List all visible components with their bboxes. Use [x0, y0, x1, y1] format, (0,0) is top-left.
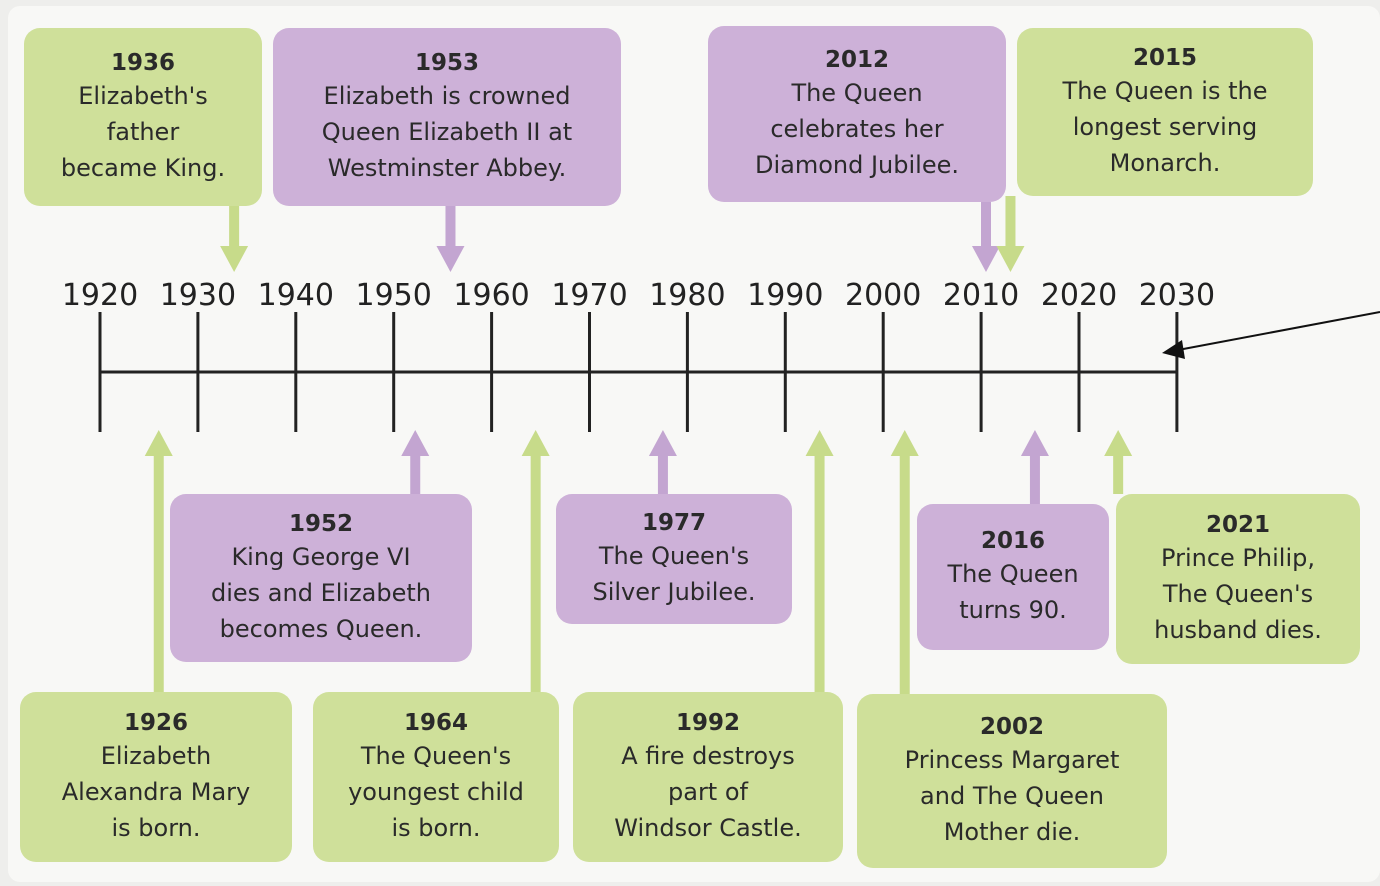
axis-year-label: 1950 [355, 278, 432, 313]
axis-year-label: 2010 [942, 278, 1020, 313]
event-text: Prince Philip, The Queen's husband dies. [1154, 544, 1322, 644]
event-card-2016: 2016 The Queen turns 90. [917, 504, 1109, 650]
event-text: King George VI dies and Elizabeth become… [210, 543, 431, 643]
arrow-2015-shaft [1005, 196, 1016, 246]
event-text: The Queen celebrates her Diamond Jubilee… [754, 79, 959, 179]
arrow-2002-head [890, 430, 919, 456]
arrow-1926-shaft [153, 456, 164, 692]
event-year: 2021 [1205, 512, 1270, 538]
arrow-2021-head [1104, 430, 1133, 456]
event-text: Elizabeth is crowned Queen Elizabeth II … [321, 82, 573, 182]
arrow-1936-shaft [229, 206, 240, 246]
arrow-2012-head [971, 246, 1000, 272]
event-card-1926: 1926 Elizabeth Alexandra Mary is born. [20, 692, 292, 862]
event-text: The Queen turns 90. [947, 560, 1079, 624]
event-year: 2015 [1132, 45, 1197, 71]
event-card-2021: 2021 Prince Philip, The Queen's husband … [1116, 494, 1360, 664]
event-year: 1936 [110, 50, 175, 76]
event-text: A fire destroys part of Windsor Castle. [614, 742, 802, 842]
arrow-2016-head [1020, 430, 1049, 456]
arrow-1992-head [805, 430, 834, 456]
event-card-2015: 2015 The Queen is the longest serving Mo… [1017, 28, 1313, 196]
axis-year-label: 2030 [1138, 278, 1216, 313]
event-text: The Queen's youngest child is born. [348, 742, 524, 842]
event-year: 2012 [824, 47, 889, 73]
timeline-graphic [98, 196, 1380, 694]
arrow-1977-head [648, 430, 677, 456]
event-card-1936: 1936 Elizabeth's father became King. [24, 28, 262, 206]
event-year: 1992 [675, 710, 740, 736]
axis-year-label: 1960 [453, 278, 530, 313]
event-year: 2002 [979, 714, 1044, 740]
event-card-2002: 2002 Princess Margaret and The Queen Mot… [857, 694, 1167, 868]
axis-year-label: 1990 [747, 278, 824, 313]
pointer-line [1177, 311, 1380, 351]
arrow-1952-head [401, 430, 430, 456]
event-text: Elizabeth's father became King. [60, 82, 226, 182]
event-year: 1964 [403, 710, 468, 736]
event-card-1992: 1992 A fire destroys part of Windsor Cas… [573, 692, 843, 862]
arrow-1952-shaft [410, 456, 421, 494]
event-card-1952: 1952 King George VI dies and Elizabeth b… [170, 494, 472, 662]
event-year: 2016 [980, 528, 1045, 554]
axis-year-label: 1920 [61, 278, 139, 313]
axis-year-label: 2000 [845, 278, 922, 313]
event-year: 1952 [288, 511, 353, 537]
event-year: 1926 [123, 710, 188, 736]
axis-year-label: 1970 [551, 278, 628, 313]
arrow-1992-shaft [814, 456, 825, 692]
arrow-2002-shaft [899, 456, 910, 694]
event-card-1953: 1953 Elizabeth is crowned Queen Elizabet… [273, 28, 621, 206]
event-year: 1977 [641, 510, 706, 536]
axis-year-label: 2020 [1040, 278, 1118, 313]
event-text: The Queen is the longest serving Monarch… [1062, 77, 1268, 177]
arrow-1953-shaft [445, 206, 456, 246]
event-card-1977: 1977 The Queen's Silver Jubilee. [556, 494, 792, 624]
event-card-1964: 1964 The Queen's youngest child is born. [313, 692, 559, 862]
event-year: 1953 [414, 50, 479, 76]
event-text: The Queen's Silver Jubilee. [592, 542, 756, 606]
arrow-1953-head [436, 246, 465, 272]
arrow-2016-shaft [1029, 456, 1040, 504]
arrow-1977-shaft [657, 456, 668, 494]
axis-year-label: 1980 [649, 278, 726, 313]
pointer-arrowhead [1162, 340, 1185, 359]
arrow-1964-head [521, 430, 550, 456]
arrow-2015-head [996, 246, 1025, 272]
event-card-2012: 2012 The Queen celebrates her Diamond Ju… [708, 26, 1006, 202]
arrow-1936-head [220, 246, 249, 272]
axis-year-label: 1940 [257, 278, 334, 313]
timeline-stage: 1920 1930 1940 1950 1960 1970 1980 1990 2000 2010… [8, 6, 1380, 882]
arrow-2012-shaft [980, 202, 991, 246]
axis-year-label: 1930 [159, 278, 237, 313]
arrow-2021-shaft [1113, 456, 1124, 494]
arrow-1964-shaft [530, 456, 541, 692]
event-text: Princess Margaret and The Queen Mother d… [904, 746, 1120, 846]
event-text: Elizabeth Alexandra Mary is born. [61, 742, 251, 842]
arrow-1926-head [144, 430, 173, 456]
